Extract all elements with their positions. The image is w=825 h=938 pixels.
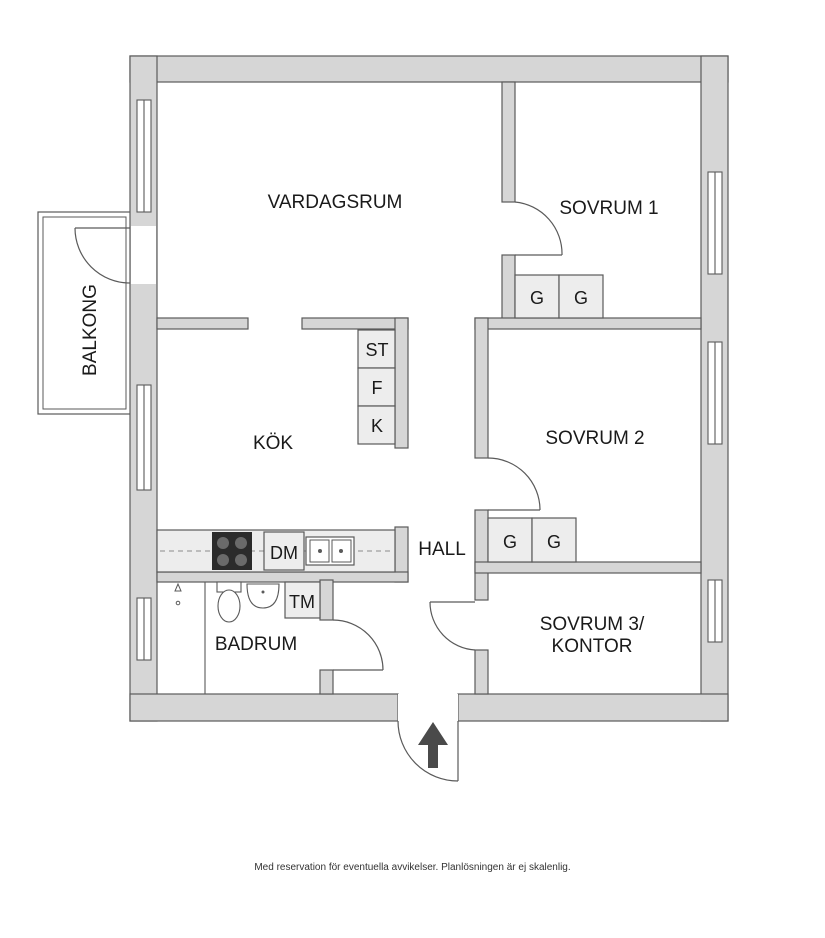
k-label: K: [371, 416, 383, 436]
kitchen-counter: DM: [156, 529, 396, 573]
bathroom-fixtures: TM: [174, 581, 321, 694]
room-label-kontor: KONTOR: [552, 636, 633, 657]
windows: [136, 99, 723, 661]
wardrobes-sovrum1: G G: [514, 274, 604, 319]
room-label-balkong: BALKONG: [80, 284, 101, 376]
inner-walls: [156, 81, 702, 695]
doors: [332, 201, 563, 782]
f-label: F: [372, 378, 383, 398]
balcony: [37, 211, 132, 415]
g-label: G: [530, 288, 544, 308]
room-label-hall: HALL: [418, 539, 466, 560]
g-label: G: [503, 532, 517, 552]
room-label-sovrum-3: SOVRUM 3/: [540, 614, 645, 635]
tm-label: TM: [289, 592, 315, 612]
disclaimer-text: Med reservation för eventuella avvikelse…: [254, 862, 571, 873]
g-label: G: [574, 288, 588, 308]
st-label: ST: [365, 340, 388, 360]
room-label-badrum: BADRUM: [215, 634, 297, 655]
room-label-vardagsrum: VARDAGSRUM: [268, 192, 403, 213]
wardrobes-hall: G G: [487, 517, 577, 563]
dm-label: DM: [270, 543, 298, 563]
toilet-icon: [216, 581, 242, 623]
entrance-arrow-icon: [418, 722, 448, 768]
g-label: G: [547, 532, 561, 552]
room-labels: VARDAGSRUM SOVRUM 1 BALKONG KÖK SOVRUM 2…: [80, 192, 659, 657]
room-label-sovrum-2: SOVRUM 2: [545, 428, 644, 449]
kitchen-column: ST F K: [357, 329, 396, 445]
stove-icon: [212, 532, 252, 570]
sink-icon: [305, 536, 355, 566]
room-label-kok: KÖK: [253, 433, 293, 454]
room-label-sovrum-1: SOVRUM 1: [559, 198, 658, 219]
washbasin-icon: [246, 583, 280, 609]
